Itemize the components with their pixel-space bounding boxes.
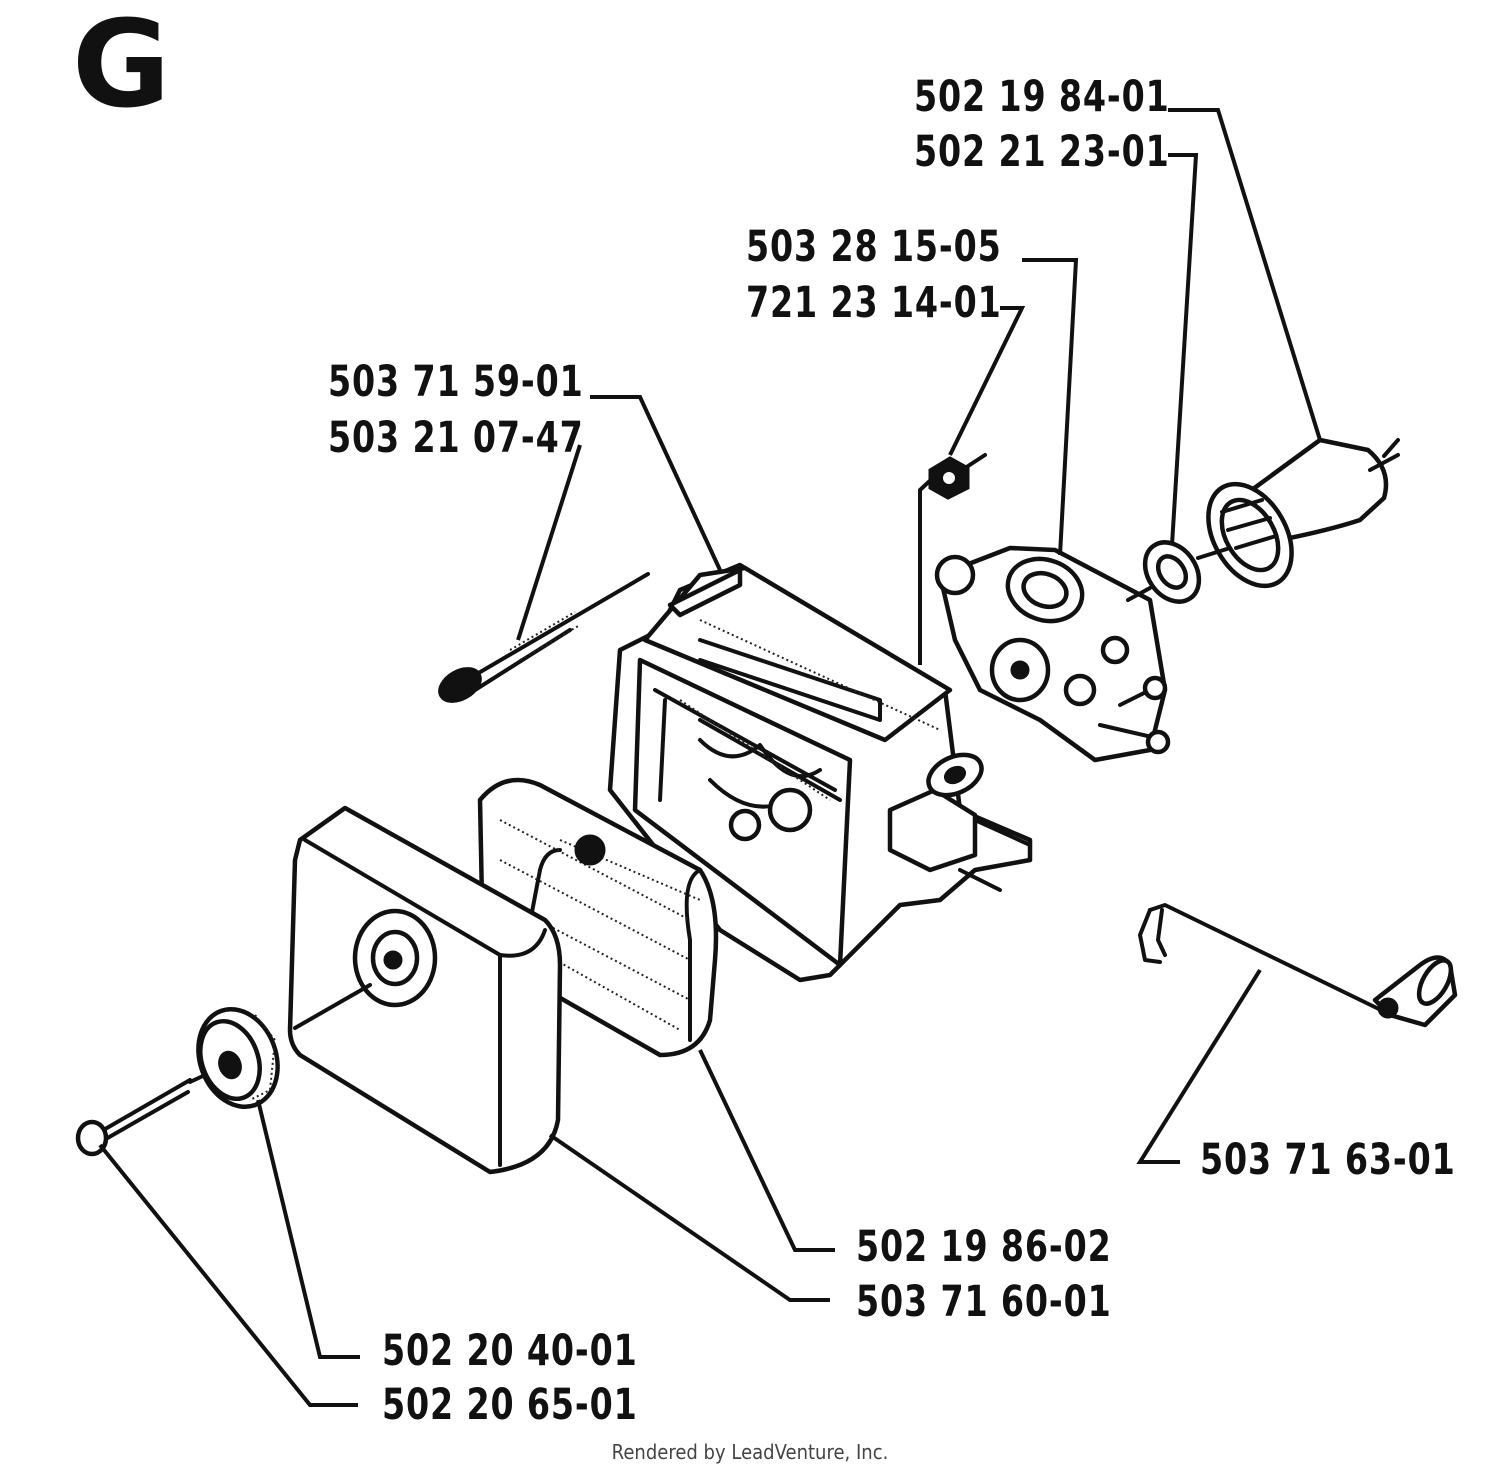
- leader-502-19-84-01: [1168, 108, 1322, 441]
- leader-503-71-60-01: [548, 1133, 830, 1302]
- render-credit: Rendered by LeadVenture, Inc.: [611, 1440, 889, 1464]
- leader-503-71-63-01: [1136, 968, 1262, 1164]
- leader-502-19-86-02: [698, 1049, 835, 1252]
- choke-link: [1138, 903, 1458, 1028]
- part-number-label: 503 28 15-05: [746, 222, 1002, 272]
- leader-502-20-40-01: [256, 1099, 360, 1359]
- section-letter: G: [72, 0, 171, 135]
- part-number-label: 503 71 59-01: [328, 357, 584, 407]
- part-number-label: 502 21 23-01: [914, 127, 1170, 177]
- carb-nut: [928, 456, 970, 500]
- part-number-label: 721 23 14-01: [746, 278, 1002, 328]
- air-box-screw: [438, 572, 650, 703]
- filter-cover: [287, 805, 563, 1175]
- part-number-label: 502 20 65-01: [382, 1380, 638, 1430]
- leader-503-21-07-47: [516, 444, 582, 641]
- part-number-label: 503 71 63-01: [1200, 1135, 1456, 1185]
- intake-boot: [1206, 437, 1400, 589]
- seal-ring: [1142, 540, 1202, 604]
- cover-screw: [75, 1078, 192, 1157]
- leader-721-23-14-01: [948, 306, 1026, 456]
- cover-knob: [196, 1007, 280, 1109]
- air-box-housing: [607, 562, 1033, 983]
- leader-503-71-59-01: [590, 395, 722, 571]
- leader-502-21-23-01: [1168, 153, 1199, 546]
- part-number-label: 503 21 07-47: [328, 413, 584, 463]
- leader-503-28-15-05: [1022, 258, 1079, 556]
- carburetor: [934, 545, 1171, 763]
- part-number-label: 502 19 84-01: [914, 72, 1170, 122]
- leader-502-20-65-01: [98, 1143, 358, 1407]
- part-number-label: 502 20 40-01: [382, 1326, 638, 1376]
- part-number-label: 502 19 86-02: [856, 1222, 1112, 1272]
- leader-721-23-14-01-b: [918, 460, 952, 665]
- part-number-label: 503 71 60-01: [856, 1277, 1112, 1327]
